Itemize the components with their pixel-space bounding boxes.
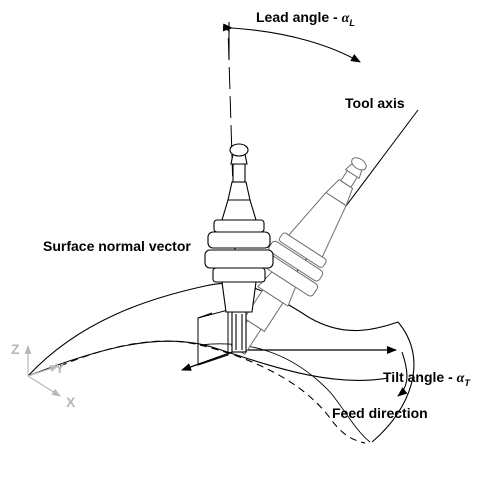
- y-axis-line: [27, 365, 59, 377]
- surface-section-curve: [199, 343, 371, 443]
- surface-tool-path: [59, 340, 366, 444]
- lead-angle-indicator: [222, 22, 361, 63]
- tool-axis-label: Tool axis: [345, 95, 405, 111]
- y-axis-label: Y: [55, 360, 65, 376]
- contact-plane: [197, 309, 229, 366]
- feed-direction-label: Feed direction: [332, 405, 428, 421]
- surface-back-edge: [27, 282, 399, 377]
- tool-holder-main: [204, 143, 274, 353]
- coordinate-axes: [24, 345, 61, 397]
- tilt-angle-arc: [397, 351, 408, 397]
- tilt-angle-label: Tilt angle - αT: [383, 369, 470, 388]
- surface-left-edge: [28, 376, 372, 442]
- z-axis-label: Z: [11, 341, 20, 357]
- x-axis-label: X: [66, 394, 76, 410]
- side-direction-arrow: [181, 349, 239, 371]
- lead-angle-label: Lead angle - αL: [256, 9, 355, 28]
- x-axis-line: [27, 375, 61, 397]
- surface-right-edge: [371, 321, 415, 443]
- surface-normal-label: Surface normal vector: [43, 238, 191, 254]
